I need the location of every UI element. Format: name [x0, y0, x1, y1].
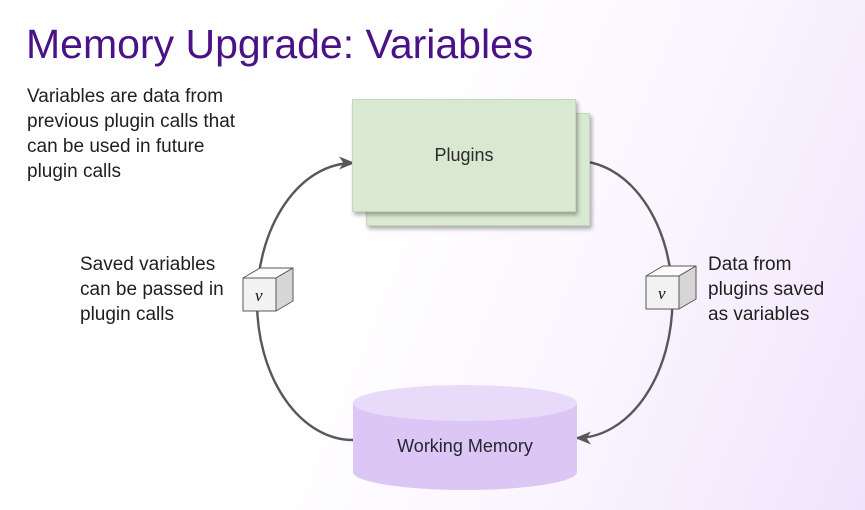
description-text: Variables are data from previous plugin … [27, 86, 236, 182]
right-arrowhead-icon [575, 431, 591, 445]
plugins-box: Plugins [352, 99, 576, 212]
cube-front-face [242, 277, 277, 312]
cube-v-label: v [255, 286, 263, 305]
cylinder-top [353, 385, 577, 421]
cube-v-label: v [658, 284, 666, 303]
left-annotation-text: Saved variables can be passed in plugin … [80, 254, 224, 325]
left-arrowhead-icon [339, 156, 355, 170]
variable-cube-icon-left: v [242, 267, 294, 312]
cube-front-face [645, 275, 680, 310]
cylinder-body [353, 403, 577, 490]
variable-cube-icon-right: v [645, 265, 697, 310]
working-memory-label: Working Memory [397, 436, 533, 456]
plugins-label: Plugins [434, 145, 494, 165]
right-annotation-text: Data from plugins saved as variables [708, 254, 825, 325]
slide-title: Memory Upgrade: Variables [26, 21, 534, 67]
working-memory-cylinder: Working Memory [353, 385, 577, 490]
